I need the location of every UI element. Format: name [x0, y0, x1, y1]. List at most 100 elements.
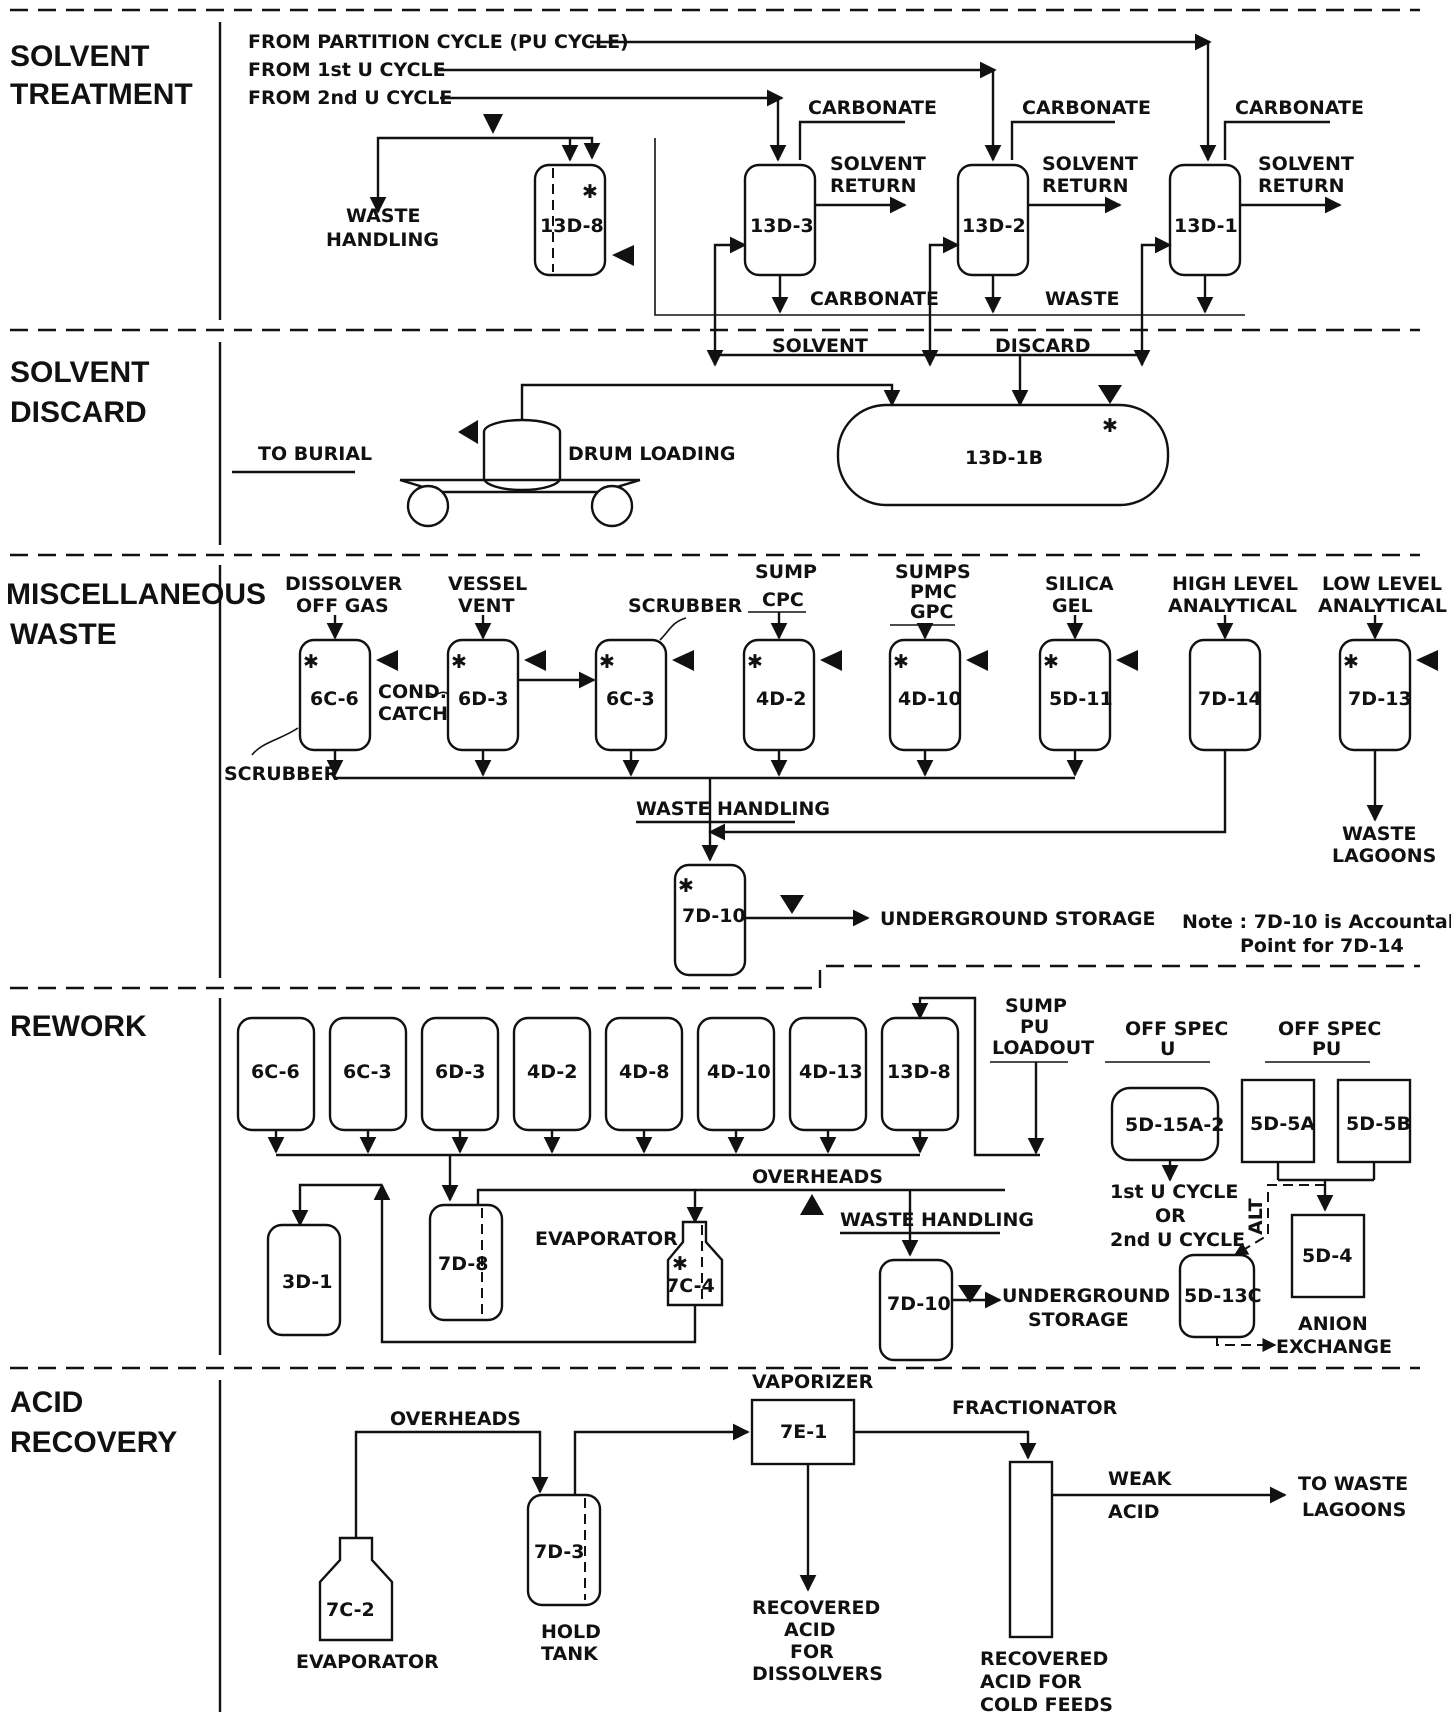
svg-text:7D-3: 7D-3 — [534, 1541, 584, 1563]
svg-text:ACID: ACID — [1108, 1501, 1160, 1523]
svg-text:HANDLING: HANDLING — [326, 229, 439, 251]
svg-text:STORAGE: STORAGE — [1028, 1309, 1129, 1331]
svg-text:FOR: FOR — [790, 1641, 834, 1663]
svg-text:VESSEL: VESSEL — [448, 573, 527, 595]
section-title-rework: REWORK — [10, 1010, 147, 1043]
vessel-7d-8 — [428, 1203, 504, 1322]
svg-text:OR: OR — [1155, 1205, 1186, 1227]
svg-text:ACID: ACID — [10, 1386, 83, 1419]
svg-text:DRUM LOADING: DRUM LOADING — [568, 443, 735, 465]
svg-text:SUMP: SUMP — [755, 561, 817, 583]
svg-text:REWORK: REWORK — [10, 1010, 147, 1043]
svg-text:4D-2: 4D-2 — [527, 1061, 577, 1083]
rework-panel: 6C-6 6C-3 6D-3 4D-2 4D-8 4D-10 4D-13 13D… — [236, 995, 1412, 1362]
svg-text:DISSOLVER: DISSOLVER — [285, 573, 403, 595]
svg-text:SOLVENT: SOLVENT — [772, 335, 868, 357]
svg-text:ANALYTICAL: ANALYTICAL — [1168, 595, 1297, 617]
vessel-7d-10-rework — [878, 1258, 954, 1362]
svg-text:RECOVERED: RECOVERED — [980, 1648, 1108, 1670]
svg-text:✱: ✱ — [1102, 415, 1118, 437]
svg-text:SOLVENT: SOLVENT — [830, 153, 926, 175]
svg-text:PU: PU — [1020, 1016, 1049, 1038]
svg-text:WASTE: WASTE — [1045, 288, 1119, 310]
svg-text:6C-3: 6C-3 — [343, 1061, 392, 1083]
svg-text:ACID: ACID — [784, 1619, 836, 1641]
svg-text:LAGOONS: LAGOONS — [1332, 845, 1436, 867]
svg-text:GPC: GPC — [910, 601, 953, 623]
from-1st-u-label: FROM 1st U CYCLE — [248, 59, 446, 81]
svg-text:DISCARD: DISCARD — [10, 396, 147, 429]
svg-text:4D-8: 4D-8 — [619, 1061, 669, 1083]
svg-text:SCRUBBER: SCRUBBER — [628, 595, 743, 617]
svg-text:WASTE HANDLING: WASTE HANDLING — [636, 798, 830, 820]
svg-text:CATCH: CATCH — [378, 703, 448, 725]
svg-text:7C-2: 7C-2 — [326, 1599, 375, 1621]
svg-text:OFF SPEC: OFF SPEC — [1125, 1018, 1228, 1040]
solvent-discard-panel: SOLVENT DISCARD 13D-1B ✱ TO BURIAL DRUM … — [232, 335, 1170, 528]
svg-text:5D-15A-2: 5D-15A-2 — [1125, 1114, 1224, 1136]
svg-text:WEAK: WEAK — [1108, 1468, 1173, 1490]
svg-text:TO WASTE: TO WASTE — [1298, 1473, 1408, 1495]
svg-text:RECOVERY: RECOVERY — [10, 1426, 177, 1459]
svg-text:1st U CYCLE: 1st U CYCLE — [1110, 1181, 1238, 1203]
acid-recovery-panel: 7C-2 EVAPORATOR OVERHEADS 7D-3 HOLD TANK… — [296, 1371, 1408, 1716]
svg-text:LAGOONS: LAGOONS — [1302, 1499, 1406, 1521]
svg-text:ANION: ANION — [1298, 1313, 1368, 1335]
vessel-7d-10 — [673, 863, 747, 977]
svg-text:7C-4: 7C-4 — [666, 1275, 715, 1297]
svg-text:EXCHANGE: EXCHANGE — [1276, 1336, 1392, 1358]
svg-text:✱: ✱ — [672, 1253, 688, 1275]
svg-text:✱: ✱ — [678, 875, 694, 897]
misc-waste-panel: DISSOLVER OFF GAS VESSEL VENT SCRUBBER S… — [224, 561, 1451, 977]
solvent-treatment-panel: FROM PARTITION CYCLE (PU CYCLE) FROM 1st… — [248, 31, 1364, 367]
svg-text:✱: ✱ — [599, 651, 615, 673]
svg-text:3D-1: 3D-1 — [282, 1271, 332, 1293]
svg-text:ACID FOR: ACID FOR — [980, 1671, 1082, 1693]
svg-text:4D-2: 4D-2 — [756, 688, 806, 710]
svg-text:7D-13: 7D-13 — [1348, 688, 1412, 710]
svg-text:5D-11: 5D-11 — [1049, 688, 1113, 710]
svg-text:RETURN: RETURN — [1258, 175, 1345, 197]
svg-text:SCRUBBER: SCRUBBER — [224, 763, 339, 785]
section-title-solvent-treatment: SOLVENT TREATMENT — [10, 40, 193, 111]
svg-text:CARBONATE: CARBONATE — [810, 288, 939, 310]
svg-text:13D-1: 13D-1 — [1174, 215, 1238, 237]
svg-text:6D-3: 6D-3 — [435, 1061, 485, 1083]
svg-text:4D-10: 4D-10 — [707, 1061, 771, 1083]
svg-text:WASTE: WASTE — [1342, 823, 1416, 845]
svg-text:OFF SPEC: OFF SPEC — [1278, 1018, 1381, 1040]
svg-text:Note : 7D-10 is Accountability: Note : 7D-10 is Accountability — [1182, 911, 1451, 933]
svg-text:7D-8: 7D-8 — [438, 1253, 488, 1275]
svg-text:COND.: COND. — [378, 681, 447, 703]
svg-text:HOLD: HOLD — [541, 1621, 601, 1643]
svg-text:✱: ✱ — [303, 651, 319, 673]
svg-text:UNDERGROUND STORAGE: UNDERGROUND STORAGE — [880, 908, 1156, 930]
evaporator-7c-4 — [666, 1220, 724, 1307]
fractionator-column — [1008, 1460, 1054, 1639]
svg-text:✱: ✱ — [1043, 651, 1059, 673]
svg-text:SOLVENT: SOLVENT — [10, 356, 149, 389]
svg-text:HIGH LEVEL: HIGH LEVEL — [1172, 573, 1298, 595]
svg-text:6C-6: 6C-6 — [310, 688, 359, 710]
svg-text:7D-10: 7D-10 — [887, 1293, 951, 1315]
svg-text:5D-5A: 5D-5A — [1250, 1113, 1315, 1135]
svg-text:WASTE: WASTE — [346, 205, 420, 227]
svg-text:EVAPORATOR: EVAPORATOR — [535, 1228, 678, 1250]
svg-text:OFF GAS: OFF GAS — [296, 595, 389, 617]
svg-text:13D-8: 13D-8 — [540, 215, 604, 237]
svg-text:✱: ✱ — [582, 181, 598, 203]
svg-text:✱: ✱ — [451, 651, 467, 673]
svg-text:6C-6: 6C-6 — [251, 1061, 300, 1083]
svg-text:CARBONATE: CARBONATE — [1235, 97, 1364, 119]
svg-text:ANALYTICAL: ANALYTICAL — [1318, 595, 1447, 617]
svg-text:CARBONATE: CARBONATE — [1022, 97, 1151, 119]
svg-text:13D-2: 13D-2 — [962, 215, 1026, 237]
svg-text:OVERHEADS: OVERHEADS — [390, 1408, 521, 1430]
svg-text:SUMP: SUMP — [1005, 995, 1067, 1017]
tank-13d-1b — [836, 403, 1170, 507]
vaporizer-7e-1 — [750, 1398, 856, 1466]
svg-text:PU: PU — [1312, 1038, 1341, 1060]
svg-text:PMC: PMC — [910, 581, 957, 603]
svg-text:DISSOLVERS: DISSOLVERS — [752, 1663, 883, 1685]
svg-text:Point for 7D-14: Point for 7D-14 — [1240, 935, 1404, 957]
